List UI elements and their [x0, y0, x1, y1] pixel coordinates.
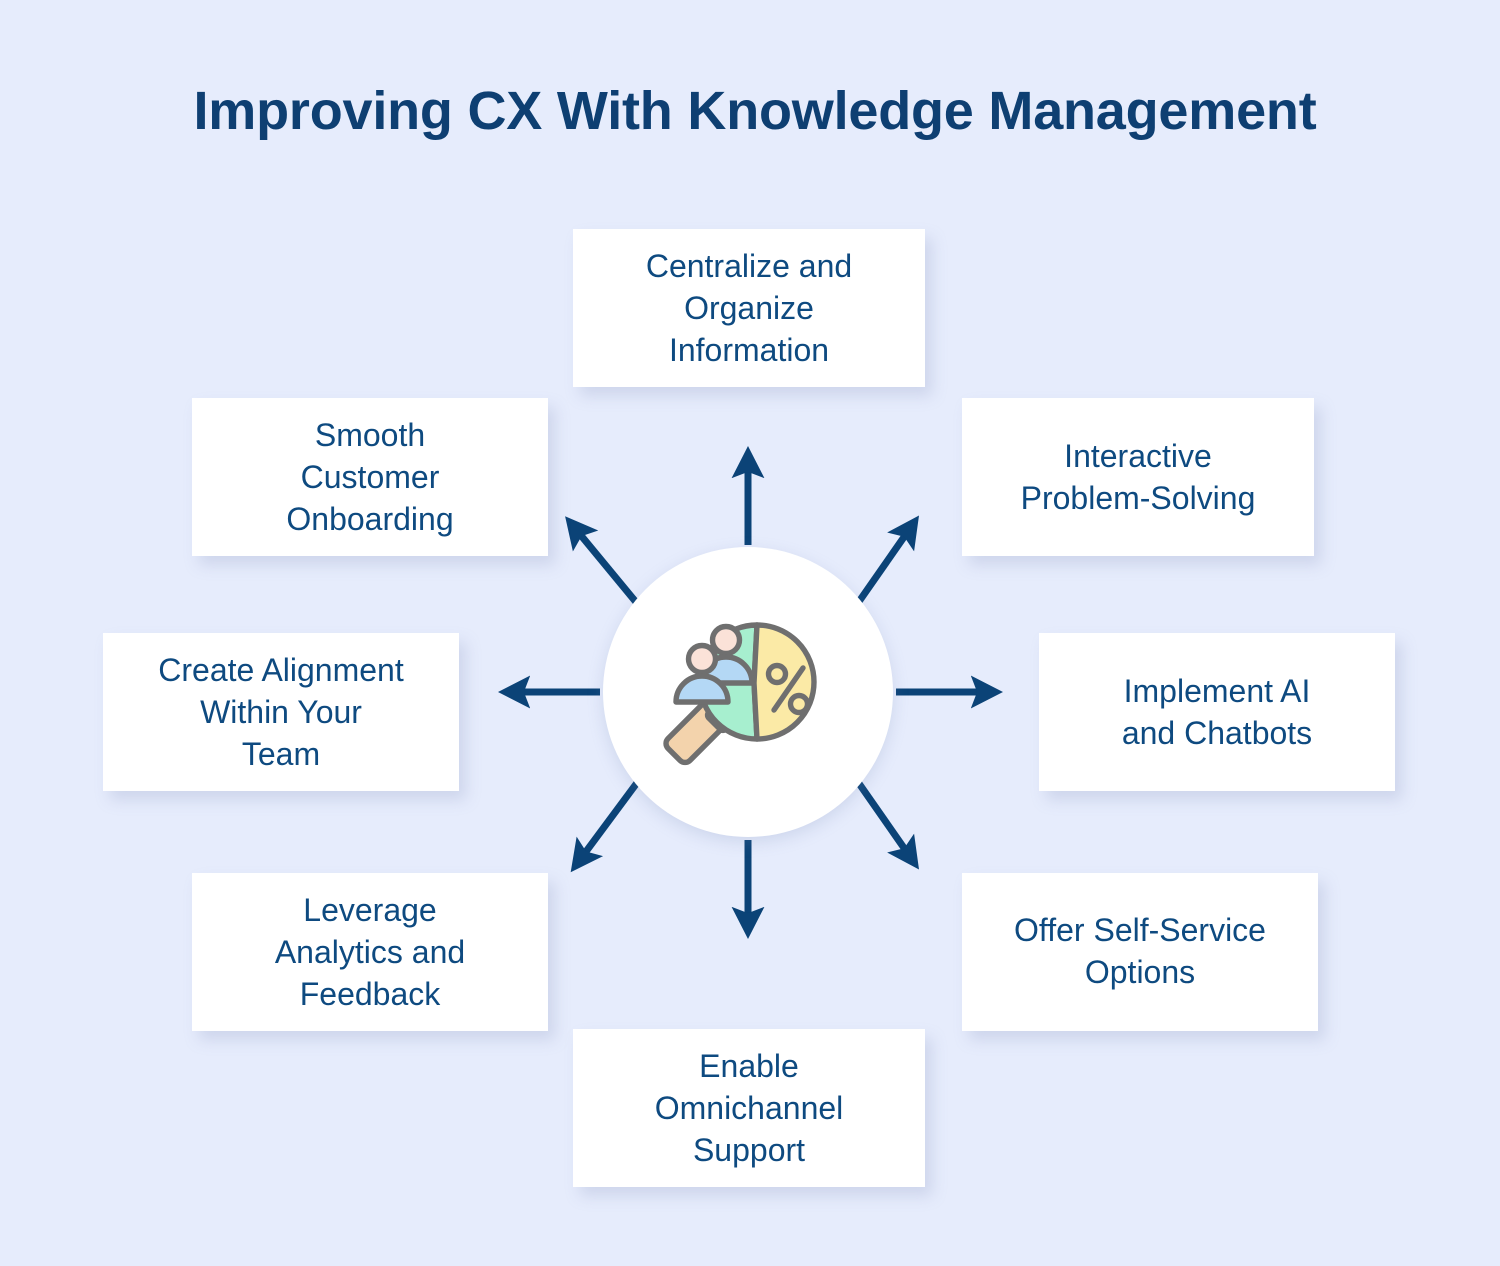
node-label-analytics: Leverage Analytics and Feedback: [274, 891, 466, 1013]
node-label-centralize: Centralize and Organize Information: [645, 247, 853, 369]
node-card-centralize[interactable]: Centralize and Organize Information: [573, 229, 925, 387]
node-label-alignment: Create Alignment Within Your Team: [158, 651, 404, 773]
node-label-interactive: Interactive Problem-Solving: [1020, 437, 1256, 516]
node-label-omnichannel: Enable Omnichannel Support: [654, 1047, 844, 1169]
arrow-down-right: [848, 769, 920, 870]
node-label-implement-ai: Implement AI and Chatbots: [1121, 672, 1313, 751]
arrow-up-left: [565, 516, 648, 616]
node-label-self-service: Offer Self-Service Options: [1014, 912, 1266, 991]
node-card-interactive[interactable]: Interactive Problem-Solving: [962, 398, 1314, 556]
node-card-implement-ai[interactable]: Implement AI and Chatbots: [1039, 633, 1395, 791]
node-card-alignment[interactable]: Create Alignment Within Your Team: [103, 633, 459, 791]
page-title: Improving CX With Knowledge Management: [193, 81, 1317, 141]
arrow-down-left: [570, 769, 648, 873]
center-hub: [603, 547, 893, 837]
node-card-self-service[interactable]: Offer Self-Service Options: [962, 873, 1318, 1031]
node-card-omnichannel[interactable]: Enable Omnichannel Support: [573, 1029, 925, 1187]
node-card-onboarding[interactable]: Smooth Customer Onboarding: [192, 398, 548, 556]
arrow-up-right: [848, 515, 920, 616]
node-label-onboarding: Smooth Customer Onboarding: [286, 416, 454, 538]
magnifier-pie-chart-people-icon: [663, 622, 817, 766]
node-card-analytics[interactable]: Leverage Analytics and Feedback: [192, 873, 548, 1031]
